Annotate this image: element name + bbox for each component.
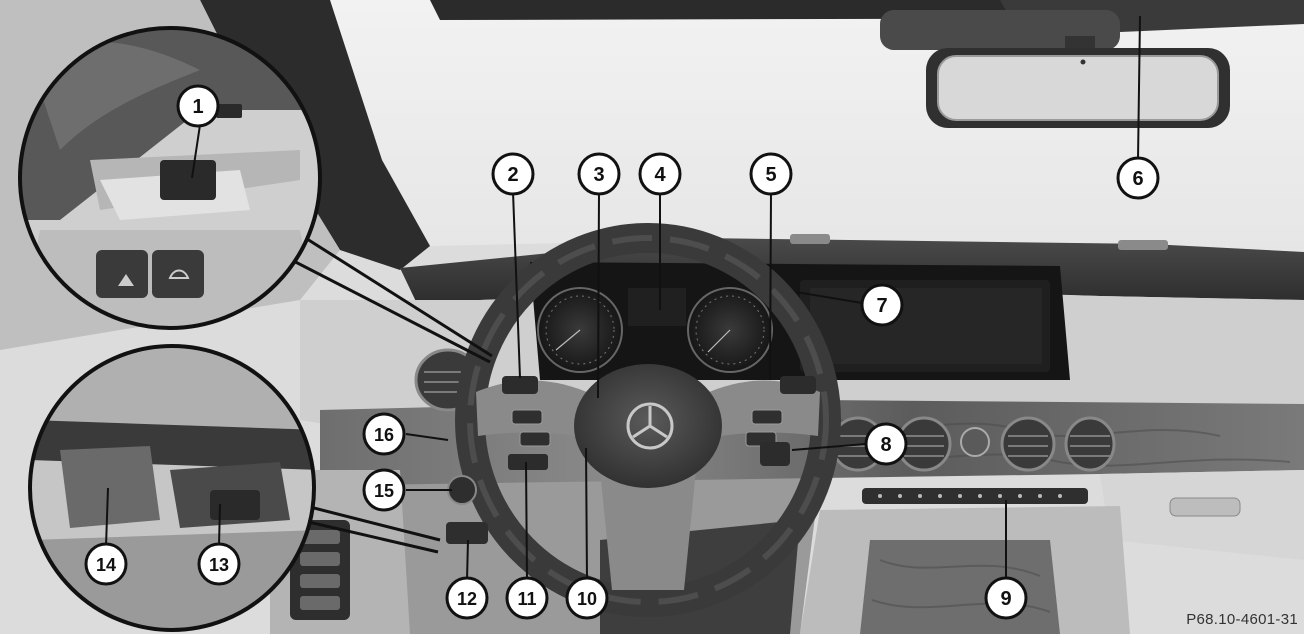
figure-reference: P68.10-4601-31 [1186, 611, 1298, 628]
callout-6-label: 6 [1132, 168, 1143, 190]
callout-4-circle [638, 152, 682, 196]
callout-14: 14 [84, 542, 128, 586]
brand-emblem-icon [626, 402, 674, 450]
callout-3-label: 3 [593, 164, 604, 186]
callout-16: 16 [362, 412, 406, 456]
callout-13: 13 [197, 542, 241, 586]
callout-3-circle [577, 152, 621, 196]
steering-wheel [455, 223, 841, 617]
callout-13-circle [197, 542, 241, 586]
callout-13-label: 13 [209, 555, 229, 575]
callout-15-label: 15 [374, 481, 394, 501]
park-brake-switch [446, 522, 488, 544]
callout-16-circle [362, 412, 406, 456]
callout-12: 12 [445, 576, 489, 620]
lens-top-component [160, 160, 216, 200]
callout-7-circle [860, 283, 904, 327]
callout-10-circle [565, 576, 609, 620]
callout-4: 4 [638, 152, 682, 196]
callout-2-label: 2 [507, 164, 518, 186]
climate-control-panel [862, 488, 1088, 504]
callout-4-label: 4 [654, 164, 666, 186]
callout-8-label: 8 [880, 434, 891, 456]
callout-7: 7 [860, 283, 904, 327]
callout-2-circle [491, 152, 535, 196]
light-switch [447, 475, 477, 505]
overhead-console [880, 10, 1120, 50]
callout-6-circle [1116, 156, 1160, 200]
callout-2: 2 [491, 152, 535, 196]
callout-14-label: 14 [96, 555, 116, 575]
callout-9: 9 [984, 576, 1028, 620]
callout-16-label: 16 [374, 425, 394, 445]
callout-15: 15 [362, 468, 406, 512]
callout-10-label: 10 [577, 589, 597, 609]
defrost-vent [790, 234, 830, 244]
callout-11-circle [505, 576, 549, 620]
callout-1-circle [176, 84, 220, 128]
callout-1: 1 [176, 84, 220, 128]
lens-bottom-left-component [60, 446, 160, 528]
door-switch-panel [290, 520, 350, 620]
multifunction-display [628, 288, 686, 326]
callout-5-label: 5 [765, 164, 776, 186]
callout-5-circle [749, 152, 793, 196]
callout-5: 5 [749, 152, 793, 196]
callout-9-circle [984, 576, 1028, 620]
callout-7-label: 7 [876, 295, 887, 317]
callout-14-circle [84, 542, 128, 586]
callout-12-label: 12 [457, 589, 477, 609]
detail-lens-bottom [28, 344, 316, 632]
steering-column-stalk-left [502, 376, 538, 394]
analog-clock [960, 427, 990, 457]
callout-15-circle [362, 468, 406, 512]
callout-11: 11 [505, 576, 549, 620]
steering-column-stalk-right [780, 376, 816, 394]
callout-12-circle [445, 576, 489, 620]
callout-3: 3 [577, 152, 621, 196]
callout-leaders [105, 15, 1141, 581]
callout-8-circle [864, 422, 908, 466]
callout-10: 10 [565, 576, 609, 620]
callout-1-label: 1 [192, 96, 203, 118]
callout-9-label: 9 [1000, 588, 1011, 610]
callout-8: 8 [864, 422, 908, 466]
callout-6: 6 [1116, 156, 1160, 200]
callout-11-label: 11 [517, 589, 536, 609]
